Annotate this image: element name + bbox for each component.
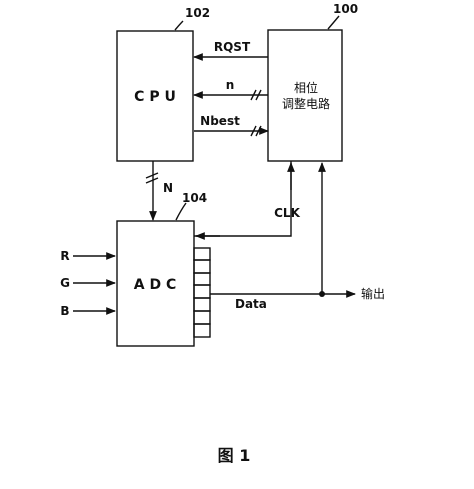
adc-ref-number: 104 — [182, 191, 207, 205]
rqst-label: RQST — [214, 40, 251, 54]
adc-label: A D C — [134, 277, 176, 293]
g-input-label: G — [60, 276, 70, 290]
adc-output-register — [193, 247, 211, 338]
figure-caption: 图 1 — [218, 446, 251, 465]
cpu-ref-leader — [174, 20, 184, 31]
b-input-label: B — [60, 304, 69, 318]
data-junction-dot — [319, 291, 325, 297]
phase-adjust-label-line2: 调整电路 — [282, 96, 330, 111]
adc-ref-leader — [175, 202, 187, 221]
n-label: n — [226, 78, 235, 92]
n-bus-slash-1 — [250, 89, 257, 101]
phase-adjust-block — [267, 29, 343, 162]
phase-adjust-ref-leader — [327, 15, 340, 30]
nbest-bus-slash-2 — [255, 125, 262, 137]
phase-adjust-ref-number: 100 — [333, 2, 358, 16]
clk-label: CLK — [274, 206, 300, 220]
nbest-label: Nbest — [200, 114, 240, 128]
n-cpu-bus-slash-2 — [145, 177, 159, 184]
nbest-bus-slash-1 — [250, 125, 257, 137]
data-label: Data — [235, 297, 267, 311]
output-label: 输出 — [361, 286, 385, 301]
cpu-label: C P U — [134, 89, 176, 105]
n-bus-slash-2 — [255, 89, 262, 101]
phase-adjust-label-line1: 相位 — [294, 80, 318, 95]
r-input-label: R — [60, 249, 69, 263]
n-cpu-label: N — [163, 181, 173, 195]
cpu-ref-number: 102 — [185, 6, 210, 20]
n-cpu-bus-slash-1 — [145, 172, 159, 179]
clk-line — [194, 161, 292, 237]
cpu-block — [116, 30, 194, 162]
